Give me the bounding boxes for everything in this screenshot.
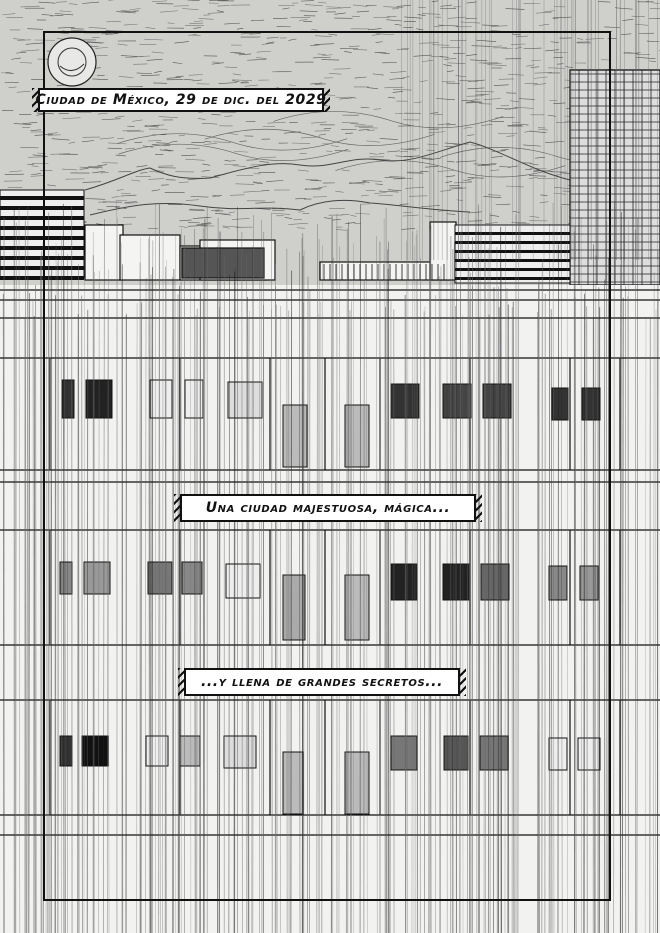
panel-border	[43, 31, 611, 901]
right-striped-building	[454, 224, 571, 284]
caption-location-date: Ciudad de México, 29 de dic. del 2029	[32, 88, 330, 112]
caption-majestic-city: Una ciudad majestuosa, mágica...	[174, 494, 482, 522]
moon-icon	[47, 37, 97, 87]
grid-tower	[569, 69, 660, 286]
mountain-range	[84, 141, 571, 216]
caption-secrets: ...y llena de grandes secretos...	[178, 668, 466, 696]
